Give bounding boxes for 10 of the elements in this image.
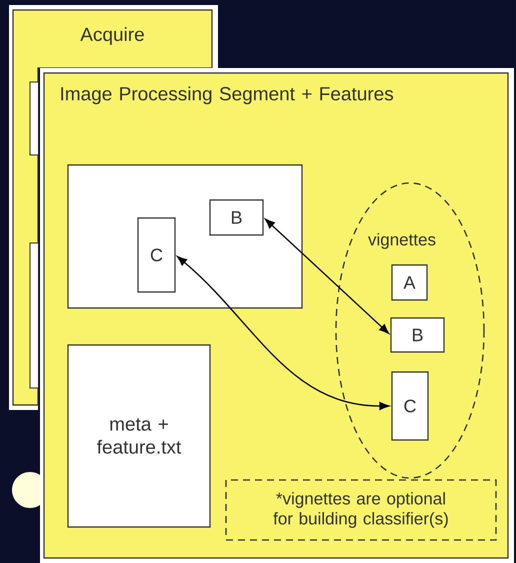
box: C	[391, 371, 429, 441]
box: C	[137, 217, 176, 293]
note-box: *vignettes are optional for building classifier(s)	[225, 479, 497, 541]
node-label: Acquire	[80, 27, 144, 45]
arrow	[264, 218, 390, 334]
box: B	[390, 317, 445, 353]
box: B	[209, 199, 264, 236]
box: meta + feature.txt	[67, 344, 211, 528]
box: A	[391, 264, 428, 301]
arrow	[177, 256, 390, 410]
